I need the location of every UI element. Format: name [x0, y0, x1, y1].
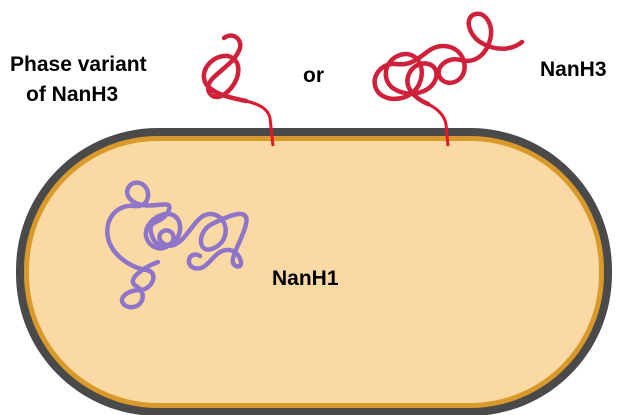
protein-coil-right: [375, 14, 522, 104]
phase-variant-label-line1: Phase variant: [10, 52, 147, 78]
phase-variant-label-line2: of NanH3: [26, 82, 118, 108]
nanh3-label: NanH3: [540, 57, 607, 83]
nanh3-protein: [375, 14, 522, 146]
or-label: or: [303, 63, 324, 89]
nanh1-label: NanH1: [272, 266, 339, 292]
protein-coil-left: [204, 36, 246, 101]
